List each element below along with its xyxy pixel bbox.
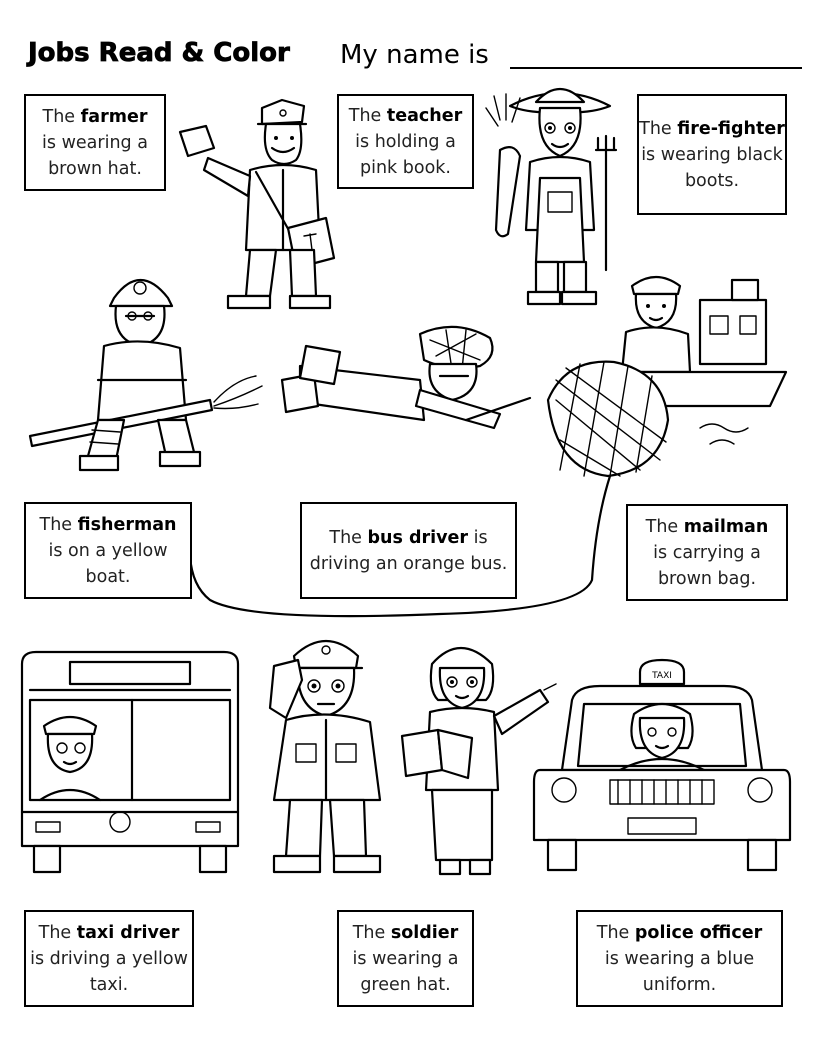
- job-name: mailman: [683, 516, 769, 537]
- sentence-prefix: The: [352, 922, 391, 943]
- farmer-illustration[interactable]: [485, 87, 618, 306]
- sentence-rest: is wearing black boots.: [641, 144, 783, 191]
- sentence-box-bus-driver: The bus driver is driving an orange bus.: [300, 502, 517, 599]
- firefighter-illustration[interactable]: [28, 279, 263, 472]
- taxi-sign-text: TAXI: [651, 671, 672, 681]
- sentence-prefix: The: [348, 105, 387, 126]
- matching-line: [188, 474, 612, 618]
- sentence-rest: is carrying a brown bag.: [653, 542, 761, 589]
- soldier-crawling-illustration[interactable]: [280, 325, 532, 430]
- job-name: bus driver: [367, 527, 469, 548]
- mailman-illustration[interactable]: [178, 98, 336, 310]
- sentence-box-firefighter: The fire-fighter is wearing black boots.: [637, 94, 787, 215]
- sentence-box-taxi-driver: The taxi driver is driving a yellow taxi.: [24, 910, 194, 1007]
- sentence-rest: is on a yellow boat.: [48, 540, 168, 587]
- sentence-box-police-officer: The police officer is wearing a blue unif…: [576, 910, 783, 1007]
- sentence-rest: is wearing a green hat.: [352, 948, 459, 995]
- job-name: police officer: [634, 922, 763, 943]
- sentence-prefix: The: [645, 516, 684, 537]
- worksheet-title: Jobs Read & Color: [28, 38, 291, 69]
- taxi-driver-illustration[interactable]: TAXI: [532, 658, 792, 872]
- sentence-box-teacher: The teacher is holding a pink book.: [337, 94, 474, 189]
- teacher-illustration[interactable]: [400, 647, 557, 876]
- name-label: My name is: [340, 40, 489, 70]
- job-name: taxi driver: [76, 922, 180, 943]
- name-write-line[interactable]: [510, 67, 802, 69]
- sentence-box-soldier: The soldier is wearing a green hat.: [337, 910, 474, 1007]
- sentence-prefix: The: [42, 106, 81, 127]
- fisherman-illustration[interactable]: [546, 275, 788, 478]
- sentence-box-fisherman: The fisherman is on a yellow boat.: [24, 502, 192, 599]
- police-officer-illustration[interactable]: [268, 640, 382, 874]
- sentence-prefix: The: [329, 527, 368, 548]
- sentence-box-mailman: The mailman is carrying a brown bag.: [626, 504, 788, 601]
- job-name: fire-fighter: [677, 118, 785, 139]
- sentence-rest: is driving a yellow taxi.: [30, 948, 188, 995]
- sentence-rest: is holding a pink book.: [355, 131, 456, 178]
- job-name: soldier: [390, 922, 459, 943]
- job-name: farmer: [80, 106, 148, 127]
- job-name: fisherman: [77, 514, 177, 535]
- sentence-box-farmer: The farmer is wearing a brown hat.: [24, 94, 166, 191]
- sentence-rest: is wearing a blue uniform.: [604, 948, 755, 995]
- sentence-prefix: The: [39, 514, 78, 535]
- sentence-prefix: The: [639, 118, 678, 139]
- sentence-rest: is wearing a brown hat.: [42, 132, 148, 179]
- sentence-prefix: The: [38, 922, 77, 943]
- bus-driver-illustration[interactable]: [20, 650, 240, 874]
- job-name: teacher: [386, 105, 463, 126]
- sentence-prefix: The: [596, 922, 635, 943]
- sentence-rest: is driving an orange bus.: [309, 527, 508, 574]
